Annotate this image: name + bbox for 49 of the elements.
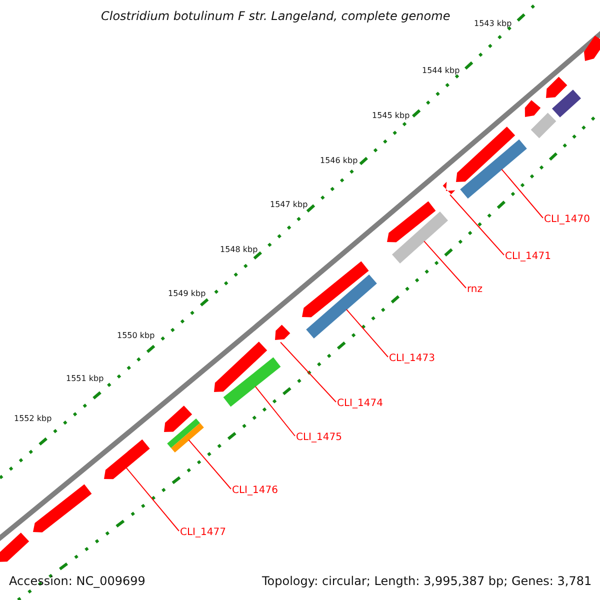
leader-line: [346, 308, 388, 358]
gene-segment: [387, 201, 436, 242]
info-text: Topology: circular; Length: 3,995,387 bp; Genes: 3,781: [262, 575, 592, 587]
gene-segment: [546, 76, 568, 98]
scale-label: 1544 kbp: [422, 67, 460, 75]
gene-label: CLI_1474: [337, 399, 383, 409]
gene-segment: [104, 439, 150, 480]
title: Clostridium botulinum F str. Langeland, complete genome: [101, 10, 450, 22]
feature-bar: [392, 212, 448, 264]
gene-segment: [164, 406, 192, 432]
leader-line: [501, 168, 544, 218]
feature-bar: [306, 274, 377, 338]
feature-bar: [460, 139, 527, 199]
scale-label: 1547 kbp: [270, 201, 308, 209]
gene-segment: [524, 100, 541, 117]
feature-bar: [223, 357, 281, 407]
info-text: Accession: NC_009699: [9, 575, 146, 587]
scale-label: 1548 kbp: [220, 246, 258, 254]
gene-label: CLI_1476: [232, 486, 278, 496]
gene-segment: [442, 182, 456, 194]
feature-bar: [530, 112, 556, 138]
gene-label: CLI_1471: [505, 252, 551, 262]
scale-label: 1550 kbp: [117, 332, 155, 340]
leader-line: [126, 467, 180, 532]
leader-line: [188, 439, 232, 490]
leader-line: [280, 342, 336, 402]
gene-label: CLI_1470: [544, 215, 590, 225]
scale-label: 1551 kbp: [66, 375, 104, 383]
gene-segment: [302, 261, 369, 318]
scale-label: 1549 kbp: [168, 290, 206, 298]
gene-label: CLI_1473: [389, 354, 435, 364]
scale-label: 1543 kbp: [474, 20, 512, 28]
leader-line: [254, 386, 296, 436]
gene-segment: [33, 484, 92, 532]
leader-line: [450, 194, 504, 256]
feature-bar: [167, 418, 204, 452]
gene-label: CLI_1475: [296, 433, 342, 443]
leader-line: [424, 240, 466, 288]
gene-segment: [456, 126, 516, 182]
gene-label: rnz: [467, 285, 483, 295]
gene-label: CLI_1477: [180, 528, 226, 538]
gene-segment: [584, 36, 600, 61]
gene-segment: [0, 532, 30, 562]
scale-label: 1546 kbp: [320, 157, 358, 165]
scale-label: 1552 kbp: [14, 415, 52, 423]
gene-segment: [275, 324, 290, 340]
feature-bar: [552, 90, 581, 118]
gene-segment: [214, 342, 268, 392]
scale-label: 1545 kbp: [372, 112, 410, 120]
